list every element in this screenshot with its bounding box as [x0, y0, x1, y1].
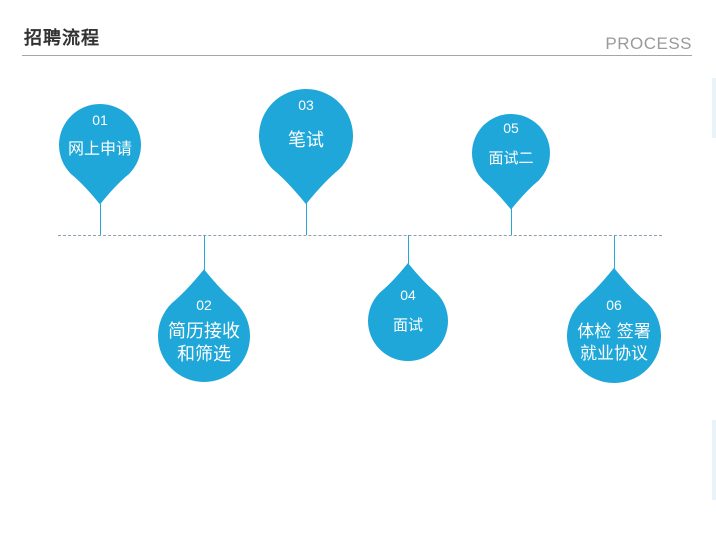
step-label-line: 和筛选 — [177, 344, 231, 366]
step-label-line: 网上申请 — [67, 138, 132, 158]
step-connector-04 — [408, 235, 409, 267]
step-number: 02 — [196, 297, 212, 313]
step-drop-01 — [58, 103, 141, 205]
step-label: 面试 — [348, 316, 468, 336]
step-label: 面试二 — [451, 149, 571, 169]
step-connector-06 — [614, 235, 615, 271]
step-connector-02 — [204, 235, 205, 272]
step-drop-05 — [472, 113, 550, 210]
step-drop-06 — [567, 267, 661, 384]
step-label-line: 就业协议 — [580, 344, 648, 365]
step-label: 简历接收和筛选 — [144, 320, 264, 367]
step-label: 网上申请 — [40, 139, 160, 160]
step-label-line: 面试 — [392, 315, 423, 334]
page-subtitle: PROCESS — [605, 34, 692, 53]
step-drop-03 — [259, 88, 353, 205]
step-number: 06 — [606, 297, 622, 313]
timeline-line — [58, 235, 662, 236]
step-label: 体检 签署就业协议 — [554, 321, 674, 365]
step-number: 01 — [92, 112, 108, 128]
step-label: 笔试 — [246, 129, 366, 152]
step-drop-02 — [158, 269, 250, 382]
step-number: 03 — [298, 97, 314, 113]
edge-decoration — [712, 78, 716, 138]
step-label-line: 简历接收 — [168, 320, 240, 342]
step-connector-01 — [100, 204, 101, 235]
step-number: 05 — [503, 120, 519, 136]
step-connector-05 — [511, 206, 512, 235]
edge-decoration — [712, 420, 716, 500]
step-label-line: 笔试 — [288, 130, 324, 152]
step-number: 04 — [400, 287, 416, 303]
step-drop-04 — [368, 263, 448, 361]
header-divider — [22, 55, 692, 56]
page-title: 招聘流程 — [24, 28, 100, 49]
step-label-line: 面试二 — [488, 148, 534, 167]
step-connector-03 — [306, 198, 307, 235]
step-label-line: 体检 签署 — [577, 322, 651, 343]
